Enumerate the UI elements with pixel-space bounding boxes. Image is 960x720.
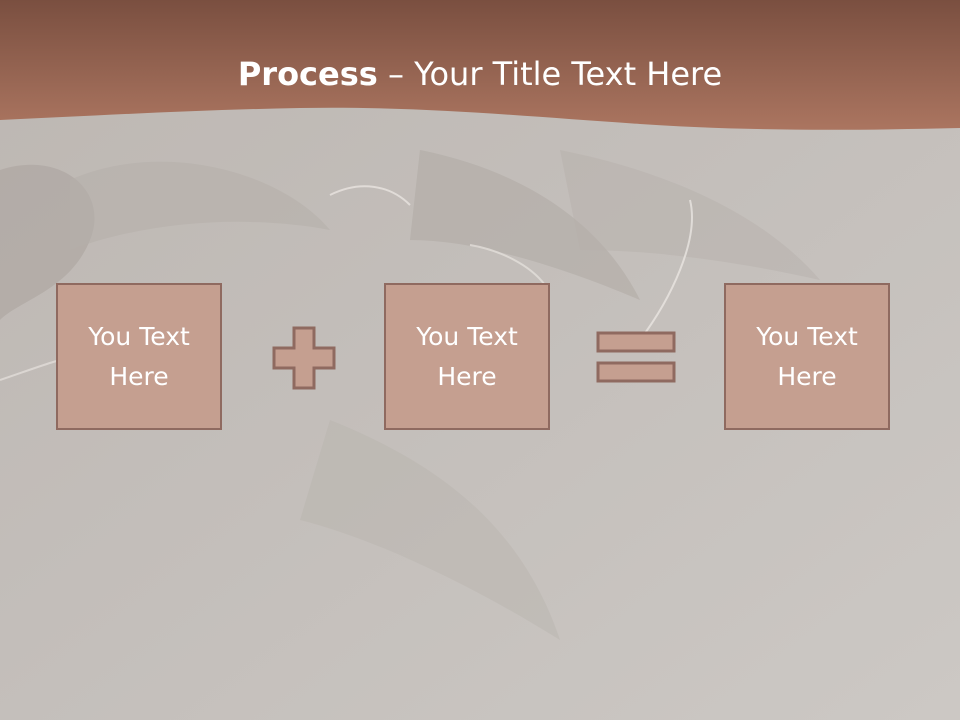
process-box-3: You Text Here [724, 283, 890, 430]
slide-title: Process – Your Title Text Here [0, 52, 960, 96]
title-rest-text: – Your Title Text Here [377, 55, 723, 93]
title-banner [0, 0, 960, 130]
plus-icon [272, 326, 336, 390]
title-bold-text: Process [237, 55, 378, 93]
equals-icon [596, 331, 676, 383]
process-box-2: You Text Here [384, 283, 550, 430]
process-box-1: You Text Here [56, 283, 222, 430]
